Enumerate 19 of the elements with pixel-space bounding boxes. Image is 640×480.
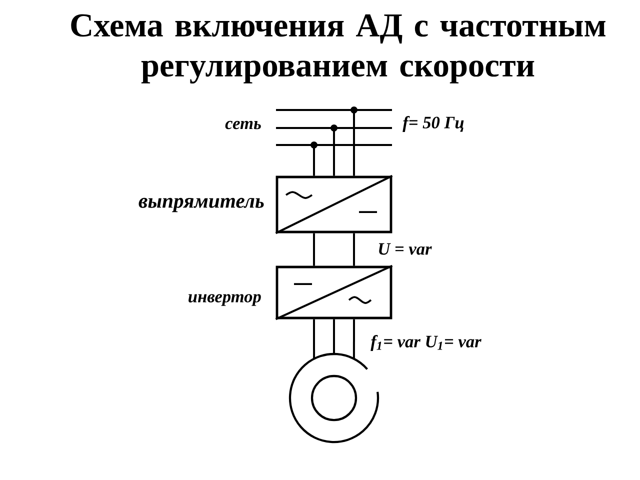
wire xyxy=(353,233,355,266)
side-label: сеть xyxy=(225,120,261,130)
converter-box xyxy=(275,174,393,234)
wire xyxy=(353,145,355,176)
edge-label: f$_{1}$= var U$_{1}$= var xyxy=(370,335,482,351)
wire xyxy=(352,319,355,359)
converter-box xyxy=(275,264,393,320)
edge-label: U = var xyxy=(379,243,432,255)
title: Схема включения АД с частотным регулированием скорости xyxy=(71,14,606,84)
side-label: выпрямитель xyxy=(138,198,264,212)
side-label: инвертор xyxy=(188,294,261,306)
wire xyxy=(333,319,335,354)
wire xyxy=(313,319,316,359)
side-label: f= 50 Гц xyxy=(402,116,464,132)
motor-symbol xyxy=(289,353,380,443)
busbar xyxy=(276,106,392,148)
wire xyxy=(313,145,315,176)
wire xyxy=(333,145,335,176)
wire xyxy=(313,233,315,266)
